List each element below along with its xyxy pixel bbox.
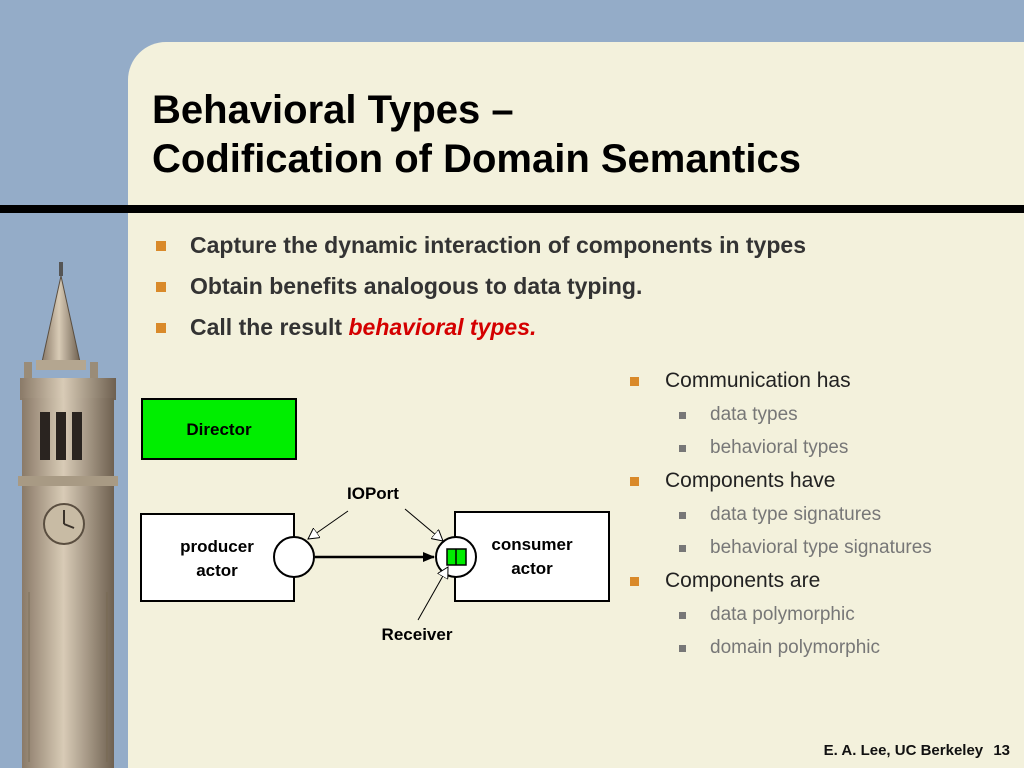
receiver-label: Receiver	[382, 625, 453, 644]
behavioral-types-highlight: behavioral types	[348, 314, 531, 340]
producer-label-line2: actor	[196, 561, 238, 580]
title-line-1: Behavioral Types –	[152, 88, 514, 132]
list-subitem: behavioral types	[628, 433, 932, 466]
consumer-label-line2: actor	[511, 559, 553, 578]
slide-footer: E. A. Lee, UC Berkeley 13	[818, 742, 1010, 759]
list-subitem: data types	[628, 400, 932, 433]
square-bullet-icon	[156, 282, 166, 292]
small-square-bullet-icon	[679, 612, 686, 619]
square-bullet-icon	[630, 377, 639, 386]
main-bullet-list: Capture the dynamic interaction of compo…	[152, 228, 806, 351]
producer-actor-box	[140, 513, 295, 602]
small-square-bullet-icon	[679, 545, 686, 552]
square-bullet-icon	[156, 323, 166, 333]
consumer-actor-box	[454, 511, 610, 602]
producer-label-line1: producer	[180, 537, 254, 556]
consumer-label-line1: consumer	[491, 535, 573, 554]
output-port-circle	[273, 536, 315, 578]
small-square-bullet-icon	[679, 445, 686, 452]
title-line-2: Codification of Domain Semantics	[152, 137, 801, 181]
campanile-tower-image	[18, 262, 118, 768]
semantics-list: Communication has data types behavioral …	[628, 366, 932, 666]
footer-author: E. A. Lee, UC Berkeley	[823, 742, 984, 759]
square-bullet-icon	[630, 477, 639, 486]
small-square-bullet-icon	[679, 645, 686, 652]
title-divider	[0, 205, 1024, 213]
bullet-item: Obtain benefits analogous to data typing…	[152, 269, 806, 310]
square-bullet-icon	[630, 577, 639, 586]
slide-title: Behavioral Types – Codification of Domai…	[152, 86, 801, 184]
ioport-label: IOPort	[347, 484, 399, 503]
bullet-item: Call the result behavioral types.	[152, 310, 806, 351]
director-box	[141, 398, 297, 460]
small-square-bullet-icon	[679, 512, 686, 519]
list-item: Components are	[628, 566, 932, 600]
list-item: Components have	[628, 466, 932, 500]
director-label: Director	[186, 420, 252, 439]
list-subitem: behavioral type signatures	[628, 533, 932, 566]
page-number: 13	[993, 742, 1010, 759]
small-square-bullet-icon	[679, 412, 686, 419]
list-subitem: domain polymorphic	[628, 633, 932, 666]
bullet-item: Capture the dynamic interaction of compo…	[152, 228, 806, 269]
square-bullet-icon	[156, 241, 166, 251]
list-subitem: data polymorphic	[628, 600, 932, 633]
list-item: Communication has	[628, 366, 932, 400]
list-subitem: data type signatures	[628, 500, 932, 533]
actor-diagram: Director producer actor consumer actor I…	[140, 398, 610, 644]
